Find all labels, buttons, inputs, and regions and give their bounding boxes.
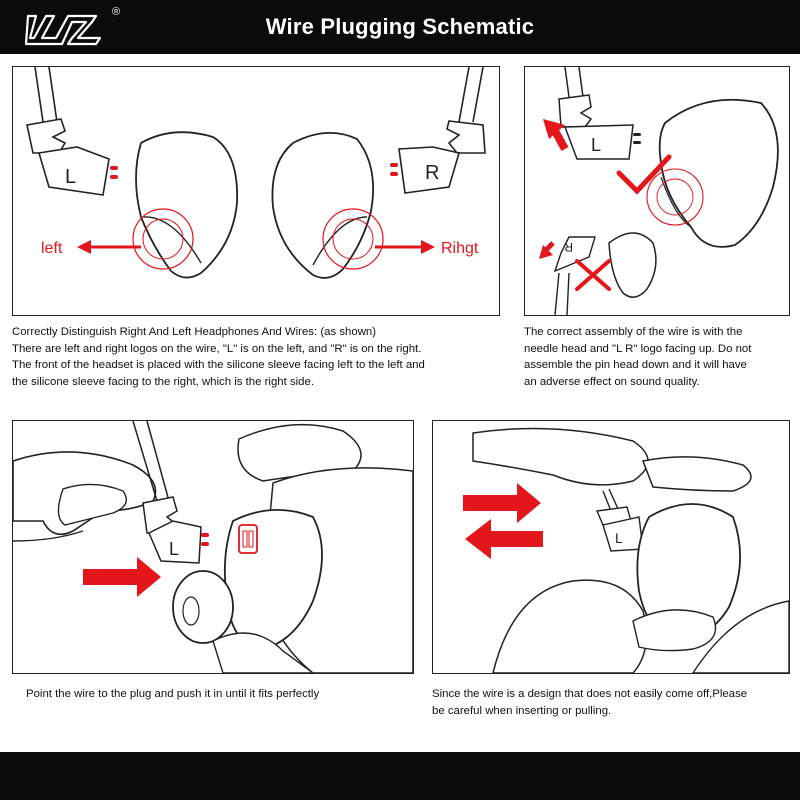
arrow-up-icon [543,119,565,139]
correct-plug-icon [563,124,634,160]
right-plug-icon [398,146,461,194]
registered-mark: ® [112,6,121,18]
caption-orientation: The correct assembly of the wire is with… [524,326,752,388]
plug-letter-l: L [65,166,76,188]
right-label: Rihgt [441,240,479,257]
left-earpiece [135,131,238,279]
arrow-right-icon [463,483,541,523]
panel-careful: L [432,420,790,674]
plug-icon [148,520,202,564]
right-earpiece [271,131,374,279]
kz-logo: KZ [24,14,114,46]
panel-left-right-identification: L left Rihgt R [12,66,500,316]
push-arrow-icon [83,557,161,597]
header-bar: KZ ® Wire Plugging Schematic [0,0,800,54]
footer-bar [0,752,800,800]
panel-orientation: L R [524,66,790,316]
left-right-illustration: L left Rihgt R [26,67,486,279]
caption-left-right: Correctly Distinguish Right And Left Hea… [12,326,425,388]
panel-push-in: L [12,420,414,674]
left-label: left [41,240,63,257]
svg-text:L: L [615,530,623,546]
wrong-plug-icon [553,236,596,273]
cross-icon [575,259,611,291]
ear-tip [172,570,234,644]
orientation-illustration: L R [539,67,779,315]
arrow-left-icon [465,519,543,559]
left-plug-icon [37,146,110,196]
svg-text:L: L [591,135,601,155]
caption-push-in: Point the wire to the plug and push it i… [26,688,320,700]
plug-letter-r: R [425,162,439,184]
page-title: Wire Plugging Schematic [265,14,535,39]
caption-careful: Since the wire is a design that does not… [432,688,748,717]
careful-illustration: L [463,427,789,673]
check-icon [616,154,672,195]
svg-text:KZ: KZ [112,21,114,23]
push-in-illustration: L [13,421,413,673]
arrow-down-icon [539,245,553,259]
svg-text:L: L [169,539,179,559]
svg-text:R: R [564,240,573,254]
